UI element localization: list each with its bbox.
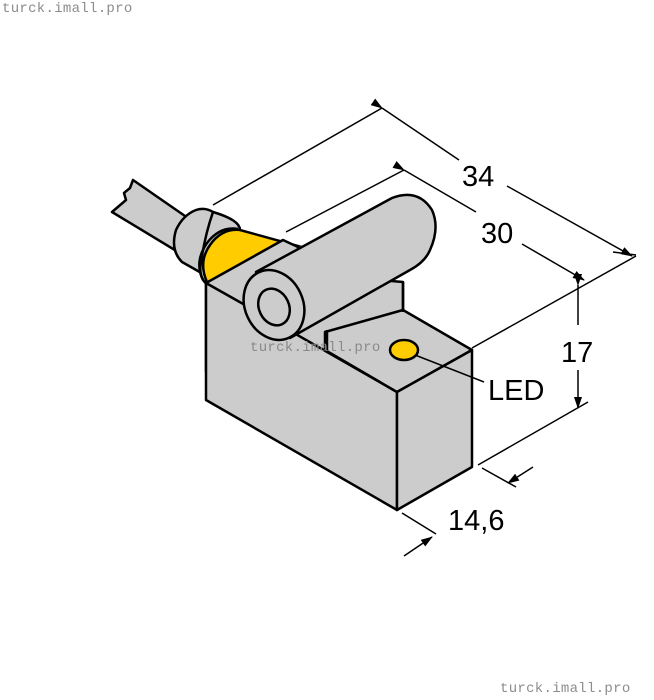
led-indicator — [388, 338, 485, 383]
watermark-bottom: turck.imall.pro — [500, 681, 631, 697]
led-label: LED — [488, 375, 544, 407]
dimension-overall-length: 34 — [462, 161, 494, 193]
watermark-top: turck.imall.pro — [2, 1, 133, 17]
dimension-lines — [212, 98, 637, 557]
dimension-body-length: 30 — [481, 218, 513, 250]
dimension-width: 14,6 — [448, 505, 504, 537]
dimension-height: 17 — [561, 337, 593, 369]
watermark-center: turck.imall.pro — [250, 340, 381, 356]
step-lines — [325, 282, 405, 352]
cylinder-mount — [242, 193, 437, 342]
